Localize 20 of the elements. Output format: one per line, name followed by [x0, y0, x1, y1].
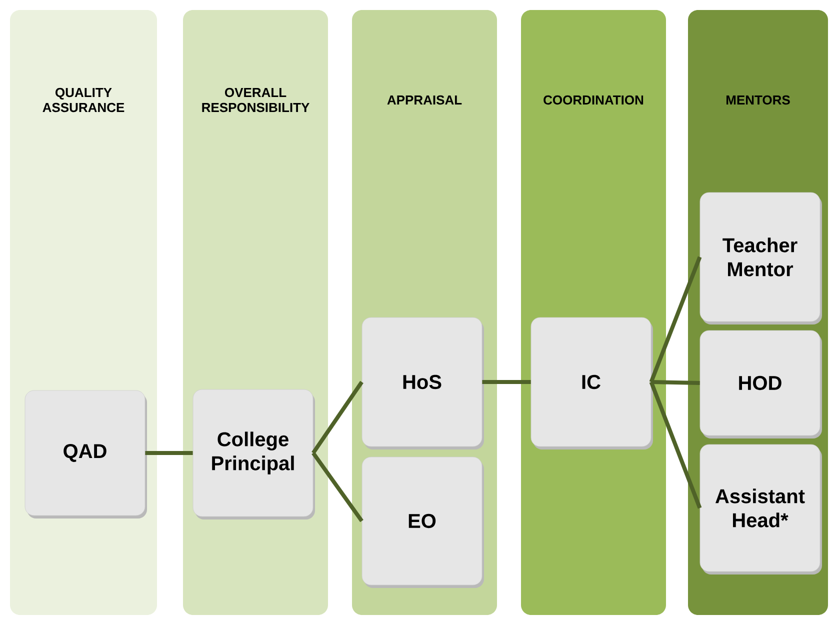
connector-line: [312, 380, 364, 454]
role-box: Teacher Mentor: [700, 192, 822, 324]
column-heading: APPRAISAL: [387, 95, 462, 105]
role-box: IC: [530, 317, 653, 450]
column-heading: QUALITY ASSURANCE: [42, 88, 124, 112]
column-heading: MENTORS: [726, 95, 790, 105]
role-box: EO: [362, 456, 484, 588]
role-box: College Principal: [192, 389, 315, 520]
role-box: HOD: [700, 330, 822, 438]
column-heading: COORDINATION: [544, 95, 644, 105]
role-box: HoS: [362, 317, 484, 450]
role-box: QAD: [24, 390, 147, 518]
connector-line: [651, 380, 700, 385]
connector-line: [145, 451, 193, 455]
connector-line: [312, 452, 364, 522]
column-heading: OVERALL RESPONSIBILITY: [202, 88, 310, 112]
connector-line: [649, 256, 702, 383]
connector-line: [649, 381, 702, 509]
connector-line: [482, 380, 531, 384]
role-box: Assistant Head*: [700, 444, 822, 574]
